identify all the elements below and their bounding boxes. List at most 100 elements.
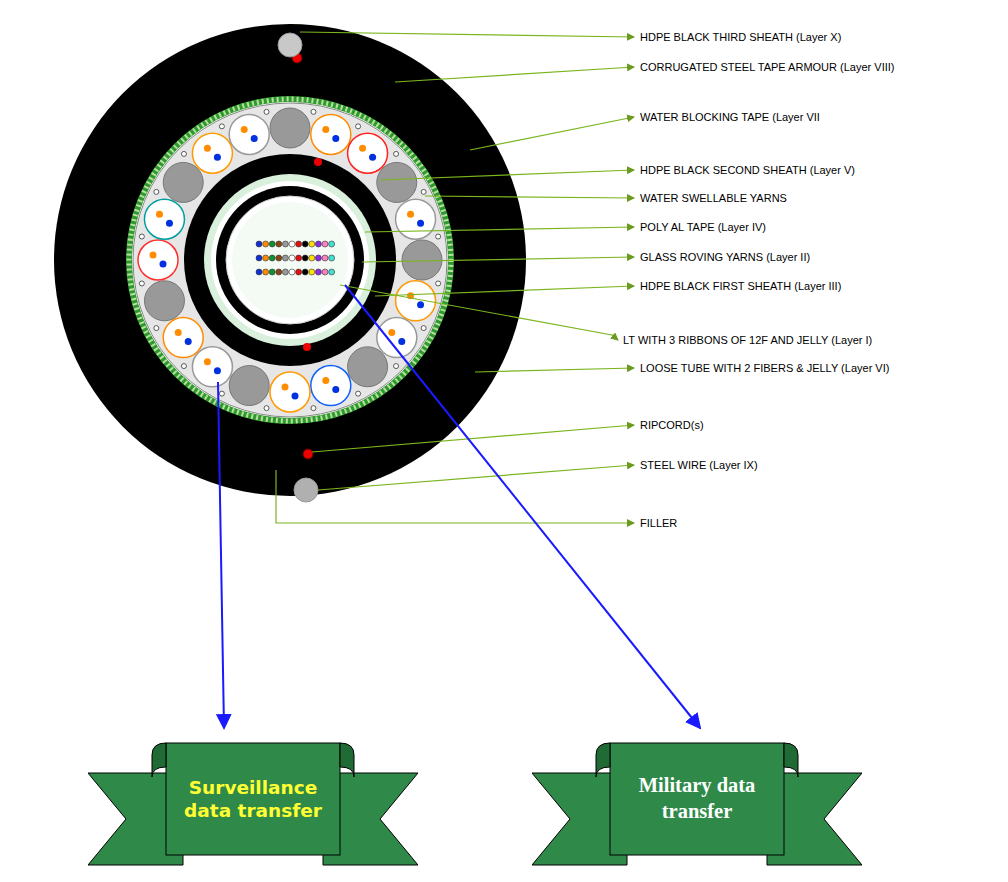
filler-rod	[377, 162, 417, 202]
banner-fold	[152, 743, 166, 777]
part-label: HDPE BLACK THIRD SHEATH (Layer X)	[640, 31, 841, 44]
ribbon-fiber	[256, 241, 262, 247]
fiber	[292, 393, 299, 400]
pointer-arrow	[345, 285, 700, 728]
banner-fold	[596, 743, 610, 777]
loose-tube	[144, 199, 184, 239]
swellable-yarn	[154, 189, 159, 194]
ribbon-fiber	[263, 269, 269, 275]
banner-fold	[340, 743, 354, 777]
fiber	[241, 126, 248, 133]
fiber	[251, 135, 258, 142]
ribbon-fiber	[309, 241, 315, 247]
ribbon-fiber	[315, 241, 321, 247]
ribbon-fiber	[289, 241, 295, 247]
ribbon-fiber	[282, 255, 288, 261]
ribbon-fiber	[289, 255, 295, 261]
fiber	[282, 384, 289, 391]
swellable-yarn	[421, 326, 426, 331]
part-label: HDPE BLACK FIRST SHEATH (Layer III)	[640, 280, 841, 293]
filler-rod	[348, 347, 388, 387]
banner-body	[610, 743, 784, 855]
banner: Surveillance data transfer	[88, 735, 418, 870]
swellable-yarn	[181, 151, 186, 156]
banner-text-box: Surveillance data transfer	[172, 745, 334, 853]
steel-tape-armour	[129, 99, 451, 421]
fiber	[369, 154, 376, 161]
ripcord	[303, 343, 311, 351]
ribbon-fiber	[296, 241, 302, 247]
ribbon-fiber	[322, 269, 328, 275]
part-label: FILLER	[640, 517, 677, 530]
fiber	[185, 338, 192, 345]
ribbon-fiber	[315, 255, 321, 261]
fiber	[156, 211, 163, 218]
swellable-yarn	[421, 189, 426, 194]
ribbon-fiber	[296, 269, 302, 275]
ribbon-fiber	[296, 255, 302, 261]
part-label: WATER BLOCKING TAPE (Layer VII	[640, 111, 820, 124]
poly-al-tape-inner	[211, 181, 369, 339]
fiber	[322, 126, 329, 133]
ribbon-fiber	[276, 255, 282, 261]
armour-ground	[129, 99, 451, 421]
fiber	[175, 329, 182, 336]
leader-lines	[276, 32, 634, 523]
fiber	[160, 261, 167, 268]
swellable-yarn	[436, 234, 441, 239]
part-label: GLASS ROVING YARNS (Layer II)	[640, 251, 810, 264]
part-label: LOOSE TUBE WITH 2 FIBERS & JELLY (Layer …	[640, 362, 889, 375]
part-label: RIPCORD(s)	[640, 419, 704, 432]
ribbon-fiber	[329, 269, 335, 275]
ribbon-fiber	[302, 255, 308, 261]
fiber	[388, 329, 395, 336]
fiber	[150, 252, 157, 259]
swellable-yarn	[219, 391, 224, 396]
fiber	[204, 358, 211, 365]
ribbon-fiber	[309, 269, 315, 275]
ribbon-fiber	[256, 269, 262, 275]
poly-al-tape	[204, 174, 376, 346]
banner: Military data transfer	[532, 735, 862, 870]
fiber	[166, 220, 173, 227]
fiber	[359, 145, 366, 152]
ribbon-fiber	[269, 269, 275, 275]
ripcord	[314, 158, 322, 166]
fiber	[332, 135, 339, 142]
ribbon-fiber	[256, 255, 262, 261]
banner-fold	[784, 743, 798, 777]
water-blocking-tape	[133, 103, 447, 417]
swellable-yarn	[311, 406, 316, 411]
ribbon-fiber	[322, 241, 328, 247]
filler-rod	[163, 162, 203, 202]
part-label: HDPE BLACK SECOND SHEATH (Layer V)	[640, 164, 855, 177]
ribbon-fiber	[276, 241, 282, 247]
ribbon-fiber	[322, 255, 328, 261]
ribbon-fiber	[302, 241, 308, 247]
glass-roving-yarns	[226, 196, 354, 324]
loose-tube	[377, 318, 417, 358]
filler-rod	[144, 281, 184, 321]
loose-tube-core	[232, 202, 348, 318]
ribbon-fiber	[263, 241, 269, 247]
swellable-yarn	[264, 109, 269, 114]
ribbon-fiber	[329, 255, 335, 261]
part-label: CORRUGATED STEEL TAPE ARMOUR (Layer VIII…	[640, 61, 894, 74]
ripcord	[303, 449, 313, 459]
swellable-yarn	[154, 326, 159, 331]
ribbon-fiber	[263, 255, 269, 261]
fiber	[322, 377, 329, 384]
loose-tube	[311, 366, 351, 406]
fiber	[407, 211, 414, 218]
swellable-yarn	[181, 364, 186, 369]
swellable-yarn	[436, 281, 441, 286]
fiber	[204, 145, 211, 152]
pointer-arrow	[218, 382, 224, 728]
ribbon-fiber	[282, 241, 288, 247]
ribbon-fiber	[309, 255, 315, 261]
banner-body	[166, 743, 340, 855]
fiber	[398, 338, 405, 345]
loose-tube	[396, 281, 436, 321]
swellable-yarn	[394, 364, 399, 369]
filler-rod	[402, 240, 442, 280]
